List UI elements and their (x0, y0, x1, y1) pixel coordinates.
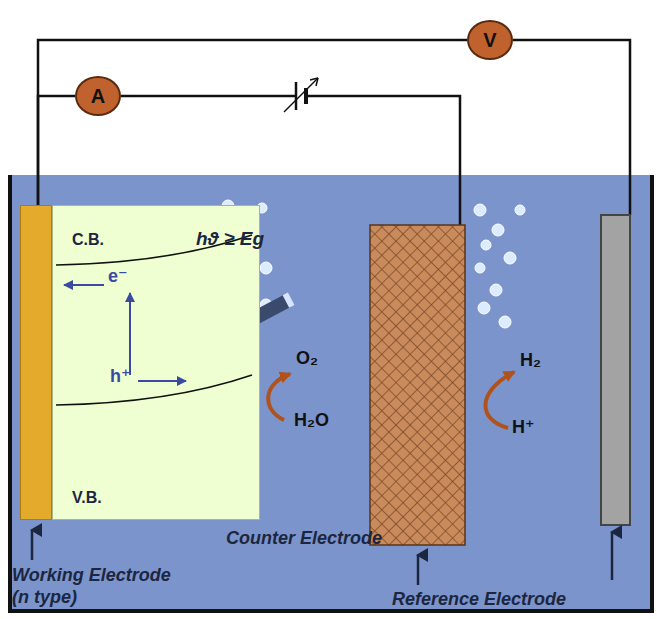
electrode-label: Reference Electrode (392, 588, 654, 610)
circuit-wire (38, 40, 467, 205)
species-label: H₂O (294, 410, 329, 431)
electrode-label: Working Electrode (n type) (12, 564, 192, 608)
voltmeter-circle: V (467, 20, 513, 60)
meter-symbol: V (483, 29, 496, 52)
electron-label: e⁻ (108, 265, 128, 287)
ammeter-circle: A (75, 76, 121, 116)
hole-label: h⁺ (110, 365, 131, 387)
metal-contact (20, 205, 52, 520)
band-label: C.B. (72, 231, 104, 249)
band-diagram (20, 205, 260, 520)
band-label: V.B. (72, 489, 102, 507)
species-label: O₂ (296, 348, 318, 369)
species-label: H⁺ (512, 416, 535, 438)
electrode-label: Counter Electrode (226, 527, 486, 549)
semiconductor-layer (52, 205, 260, 520)
photon-energy: hϑ ≥ Eg (196, 228, 264, 250)
meter-symbol: A (91, 85, 105, 108)
circuit-wire (38, 96, 75, 205)
working-electrode: C.B.e⁻ h⁺ V.B. (20, 205, 260, 520)
species-label: H₂ (520, 350, 541, 371)
